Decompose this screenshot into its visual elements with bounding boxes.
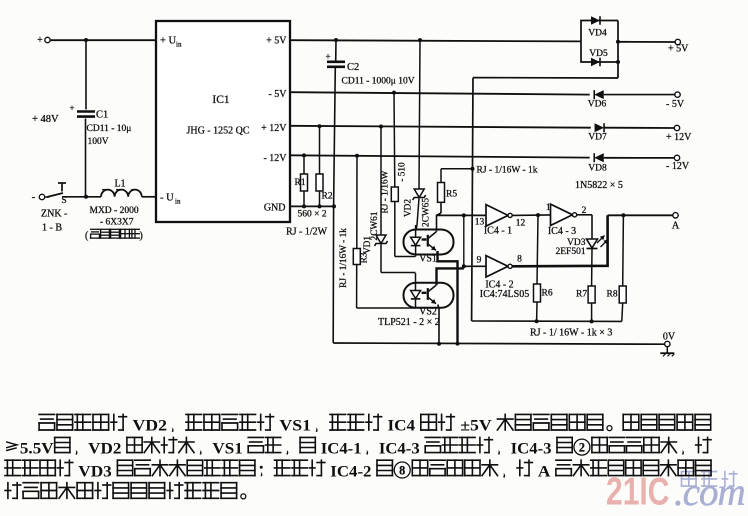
svg-text:+ U: + U [160,36,177,47]
svg-text:IC4:74LS05: IC4:74LS05 [480,289,529,300]
svg-text:+: + [37,35,43,46]
svg-text:IC4: IC4 [388,417,416,435]
svg-text:VD6: VD6 [588,100,607,110]
svg-text:C2: C2 [347,62,359,73]
svg-text:2EF501: 2EF501 [556,247,586,257]
svg-text:+ 48V: + 48V [32,114,59,125]
svg-text:2CW61: 2CW61 [370,211,380,240]
svg-text:560 × 2: 560 × 2 [298,210,327,220]
svg-text:1 - B: 1 - B [42,222,62,233]
svg-text:A: A [538,462,551,480]
svg-text:VD4: VD4 [588,29,607,39]
svg-text:VS1: VS1 [212,439,242,457]
svg-text:VS1: VS1 [279,417,311,435]
svg-text:VD5: VD5 [589,49,608,59]
svg-text:1: 1 [546,203,551,213]
svg-text:±5V: ±5V [460,417,492,435]
svg-text:+: + [69,103,74,113]
svg-text:21IC: 21IC [606,471,669,513]
svg-text:2: 2 [579,440,585,454]
svg-text:VD7: VD7 [588,133,607,143]
svg-text:ZNK -: ZNK - [41,209,67,220]
svg-text:R6: R6 [542,289,553,299]
svg-text:13: 13 [475,218,485,228]
svg-text:IC1: IC1 [212,94,230,106]
svg-text:VD3: VD3 [78,462,112,480]
svg-text:TLP521 - 2 × 2: TLP521 - 2 × 2 [378,317,440,328]
svg-text:RJ - 1/2W: RJ - 1/2W [286,227,328,238]
svg-text:CD11 - 10μ: CD11 - 10μ [87,124,132,134]
svg-text:- 510: - 510 [398,162,408,182]
svg-text:(: ( [85,230,89,241]
svg-text:1N5822 × 5: 1N5822 × 5 [575,180,623,191]
svg-text:+ 5V: + 5V [266,36,287,47]
svg-text:- U: - U [160,193,174,204]
svg-text:L1: L1 [114,179,125,190]
svg-text:R7: R7 [576,290,587,300]
svg-text:8: 8 [399,463,405,477]
svg-text:C1: C1 [96,110,108,121]
svg-text:IC4 - 3: IC4 - 3 [548,226,576,237]
svg-text:+ 5V: + 5V [668,44,689,55]
svg-text:S: S [61,196,66,206]
svg-text:2: 2 [582,206,587,216]
svg-text:100V: 100V [88,137,109,147]
svg-text:9: 9 [477,255,482,265]
svg-text:R1: R1 [295,178,306,188]
svg-text:- 5V: - 5V [268,89,287,100]
svg-text:0V: 0V [663,332,676,343]
svg-text:R5: R5 [446,190,457,200]
svg-text:IC4 - 1: IC4 - 1 [484,226,512,237]
svg-text:MXD - 2000: MXD - 2000 [90,206,139,216]
svg-text:RJ - 1/16W - 1k: RJ - 1/16W - 1k [477,166,538,176]
svg-text:- 5V: - 5V [666,99,685,110]
svg-text:- 6X3X7: - 6X3X7 [100,217,134,227]
svg-text:VD8: VD8 [588,164,607,174]
svg-text:RJ - 1/16W: RJ - 1/16W [381,170,391,213]
svg-text:in: in [176,41,182,49]
svg-text:VD3: VD3 [567,238,586,248]
svg-text:12: 12 [516,218,526,228]
svg-text:R8: R8 [607,290,618,300]
svg-text:+ 12V: + 12V [666,132,692,143]
svg-text:2CW65: 2CW65 [422,198,432,227]
svg-text:in: in [175,198,181,206]
svg-text:8: 8 [517,254,522,264]
svg-text:IC4-3: IC4-3 [511,439,552,457]
svg-text:A: A [672,221,680,232]
svg-text:GND: GND [264,202,286,213]
svg-text:VS1: VS1 [419,254,437,265]
svg-text:IC4-2: IC4-2 [330,462,371,480]
svg-text:IC4-1: IC4-1 [321,439,362,457]
svg-text:RJ - 1/ 16W - 1k × 3: RJ - 1/ 16W - 1k × 3 [530,328,612,339]
svg-text:IC4 - 2: IC4 - 2 [485,279,513,290]
svg-text:-: - [32,191,36,203]
svg-text:5.5V: 5.5V [20,439,54,457]
svg-text:IC4-3: IC4-3 [379,439,420,457]
svg-text:- 12V: - 12V [666,161,690,172]
svg-text:VS2: VS2 [419,307,437,318]
svg-text:): ) [140,230,143,241]
svg-text:+: + [325,52,330,62]
svg-text:- 12V: - 12V [263,153,287,164]
svg-text:R3: R3 [360,252,370,263]
svg-text:VD2: VD2 [88,439,121,457]
svg-text:VD2: VD2 [133,417,168,435]
svg-text:RJ - 1/16W - 1k: RJ - 1/16W - 1k [339,228,349,288]
svg-text:VD1: VD1 [363,236,373,254]
svg-text:JHG - 1252 QC: JHG - 1252 QC [186,126,249,137]
svg-text:VD2: VD2 [404,199,414,217]
svg-text:R2: R2 [322,192,333,202]
svg-text:+ 12V: + 12V [261,123,287,134]
svg-text:CD11 - 1000μ 10V: CD11 - 1000μ 10V [342,77,415,87]
